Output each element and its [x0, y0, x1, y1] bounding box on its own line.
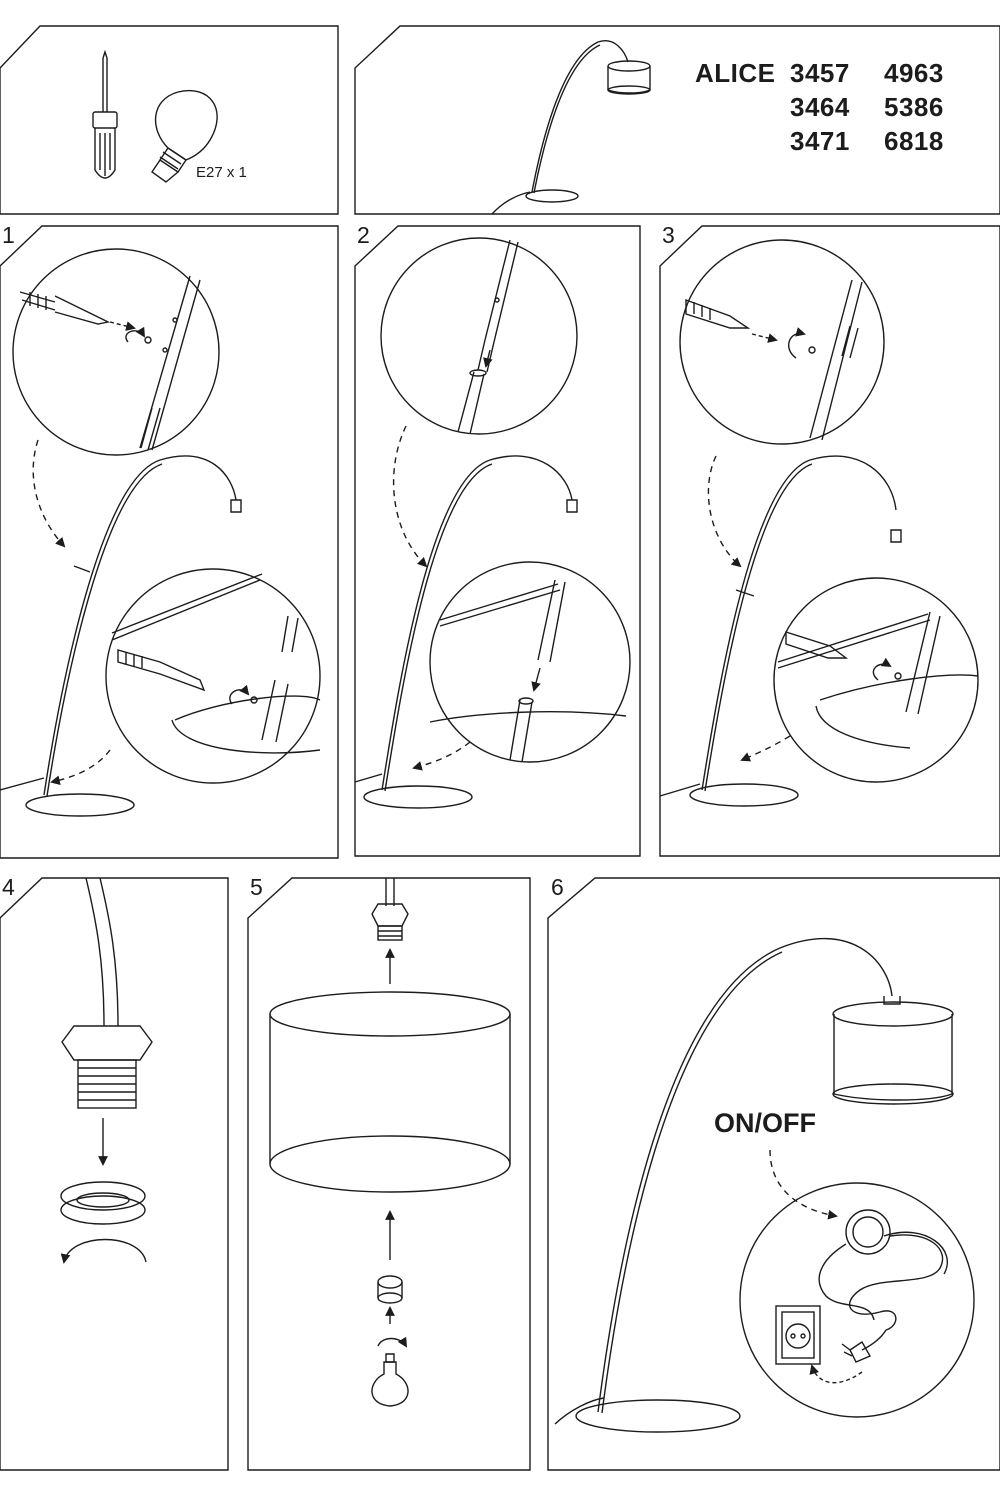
product-code: 3457 [790, 58, 850, 88]
step-number-2: 2 [357, 222, 370, 248]
step-number-5: 5 [250, 874, 263, 900]
product-code: 5386 [884, 92, 944, 122]
lamp-socket-icon [61, 1025, 153, 1061]
panel-frame-step-4 [0, 877, 229, 1471]
plug-icon [841, 1329, 887, 1363]
product-code: 3471 [790, 126, 850, 156]
product-name: ALICE [695, 58, 776, 88]
panel-frame-step-5 [247, 877, 531, 1471]
floor-lamp-icon [491, 40, 651, 215]
panel-frame-product [354, 25, 1000, 215]
step-number-3: 3 [662, 222, 675, 248]
on-off-label: ON/OFF [714, 1108, 816, 1138]
panel-frame-step-1 [0, 225, 339, 859]
product-code: 6818 [884, 126, 944, 156]
step-3-drawing [659, 239, 979, 807]
screwdriver-icon [92, 49, 118, 179]
product-code: 3464 [790, 92, 850, 122]
step-number-6: 6 [551, 874, 564, 900]
wall-socket-icon [775, 1305, 821, 1365]
lampshade-icon [269, 991, 511, 1193]
panel-frame-step-3 [659, 225, 1000, 857]
step-4-drawing [60, 877, 153, 1264]
step-number-1: 1 [2, 222, 15, 248]
step-number-4: 4 [2, 874, 15, 900]
switch-icon [845, 1209, 891, 1255]
step-5-drawing [269, 878, 511, 1407]
step-1-drawing [0, 248, 321, 817]
panel-frame-tools [0, 25, 339, 215]
bulb-type-label: E27 x 1 [196, 164, 247, 181]
step-6-drawing [554, 937, 975, 1433]
step-2-drawing [354, 237, 631, 809]
product-code: 4963 [884, 58, 944, 88]
panel-frame-step-2 [354, 225, 641, 857]
panel-frame-step-6 [547, 877, 1000, 1471]
light-bulb-icon [151, 89, 218, 183]
